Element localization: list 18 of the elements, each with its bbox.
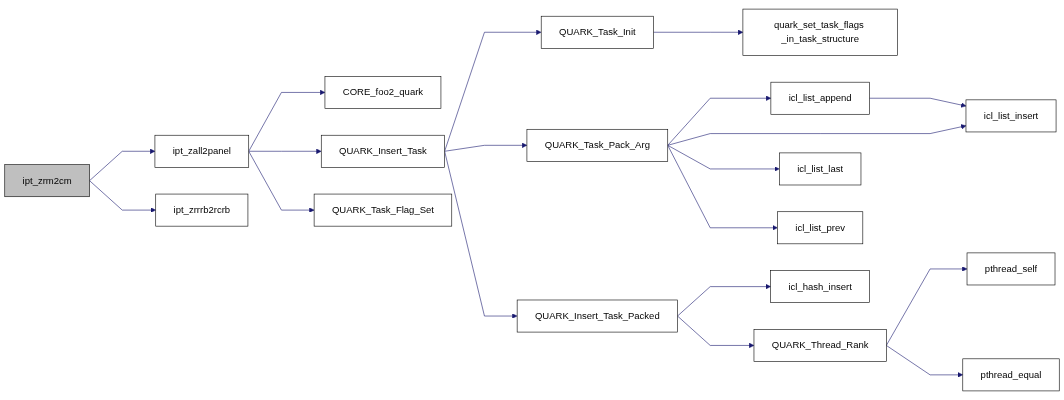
node-box: ipt_zrrrb2rcrb xyxy=(155,193,249,227)
node-box: icl_list_append xyxy=(770,81,870,115)
node-box: pthread_equal xyxy=(962,358,1060,392)
node-box: ipt_zrm2cm xyxy=(4,164,90,198)
node-box: icl_list_last xyxy=(779,152,862,186)
node-box: QUARK_Task_Flag_Set xyxy=(313,193,453,227)
node-box: QUARK_Task_Init xyxy=(540,15,654,49)
node-box: pthread_self xyxy=(966,252,1056,286)
node-box: QUARK_Insert_Task_Packed xyxy=(516,299,678,333)
node-box: icl_list_insert xyxy=(965,99,1057,133)
node-box: icl_list_prev xyxy=(777,211,864,245)
node-box: QUARK_Insert_Task xyxy=(320,134,445,168)
node-box: CORE_foo2_quark xyxy=(324,76,442,109)
node-box: quark_set_task_flags _in_task_structure xyxy=(742,8,898,56)
node-box: ipt_zall2panel xyxy=(154,134,250,168)
node-box: QUARK_Task_Pack_Arg xyxy=(526,129,669,162)
node-box: icl_hash_insert xyxy=(770,270,870,303)
node-box: QUARK_Thread_Rank xyxy=(753,329,887,362)
